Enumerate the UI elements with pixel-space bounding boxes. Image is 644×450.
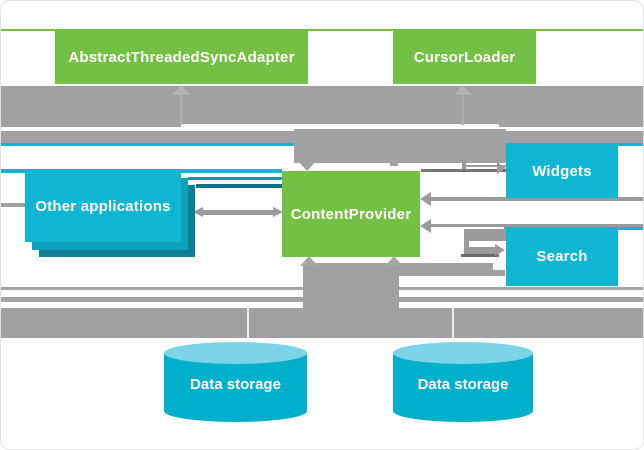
- cylinder-top: [164, 342, 307, 364]
- connector-stripe: [1, 297, 643, 302]
- cylinder-top: [393, 342, 533, 364]
- cylinder-label: Data storage: [164, 369, 307, 399]
- arrow-right-icon: [497, 162, 506, 174]
- band-divider-line: [181, 124, 499, 127]
- band-divider-line: [247, 308, 249, 338]
- teal-edge-line: [196, 183, 282, 188]
- node-label: Other applications: [35, 197, 171, 215]
- connector-band: [307, 263, 493, 270]
- connector-line: [464, 241, 469, 249]
- arrow-right-icon: [273, 207, 283, 217]
- connector-band-bottom: [1, 308, 643, 338]
- arrow-shaft: [431, 197, 643, 201]
- arrow-left-icon: [193, 207, 203, 217]
- node-label: ContentProvider: [290, 205, 412, 223]
- arrow-up-icon: [385, 256, 403, 266]
- connector-line-dark: [421, 169, 506, 172]
- node-label: Data storage: [417, 375, 509, 393]
- green-edge-line: [1, 28, 643, 31]
- cylinder-label: Data storage: [393, 369, 533, 399]
- arrow-stub: [1, 203, 25, 207]
- node-label: Search: [536, 248, 588, 265]
- node-content-provider: ContentProvider: [282, 171, 420, 257]
- arrow-up-icon: [300, 256, 318, 266]
- connector-band-top: [1, 86, 643, 127]
- arrow-right-icon: [495, 244, 505, 256]
- cyan-edge-line: [1, 169, 282, 173]
- node-cursor-loader: CursorLoader: [393, 30, 536, 84]
- node-widgets: Widgets: [506, 145, 618, 198]
- band-divider-line: [452, 308, 454, 338]
- arrow-shaft: [431, 223, 643, 227]
- arrow-shaft: [462, 95, 464, 125]
- double-arrow-shaft: [201, 210, 277, 215]
- arrow-stub: [390, 163, 398, 166]
- teal-edge-line: [188, 176, 282, 180]
- node-label: Widgets: [532, 163, 592, 180]
- arrow-up-icon: [454, 85, 472, 95]
- node-label: CursorLoader: [413, 48, 516, 66]
- node-search: Search: [506, 227, 618, 286]
- connector-line-dark: [461, 254, 499, 257]
- connector-band: [307, 270, 505, 276]
- node-label: Data storage: [190, 375, 281, 393]
- node-label: AbstractThreadedSyncAdapter: [68, 48, 295, 66]
- node-other-applications: Other applications: [25, 171, 181, 242]
- arrow-up-icon: [172, 85, 190, 95]
- connector-stripe: [1, 287, 643, 290]
- node-abstract-threaded-sync-adapter: AbstractThreadedSyncAdapter: [55, 30, 308, 84]
- connector-block: [464, 229, 506, 241]
- arrow-left-icon: [420, 192, 431, 206]
- arrow-shaft: [180, 95, 182, 125]
- arrow-left-icon: [420, 219, 431, 233]
- connector-apron: [294, 129, 506, 163]
- arrow-down-icon: [298, 161, 316, 171]
- connector-line: [463, 164, 506, 167]
- connector-line: [464, 247, 496, 254]
